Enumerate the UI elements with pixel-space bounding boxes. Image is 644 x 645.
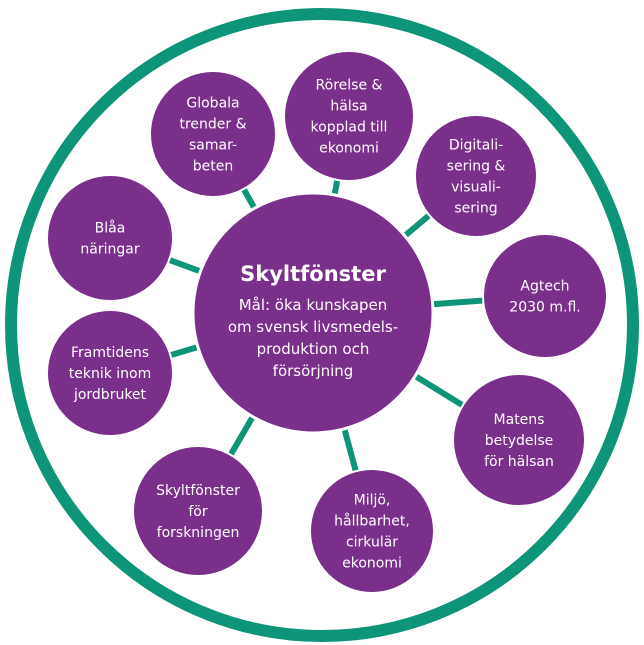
topic-node-label: för hälsan [484,454,554,470]
outer-ring [5,8,639,642]
topic-node-label: sering & [447,159,506,175]
topic-node-label: Blåa [95,220,126,237]
topic-node-label: betydelse [485,433,554,449]
topic-node-miljo: Miljö, hållbarhet, cirkulär ekonomi [309,468,435,594]
topic-node-framtidens: Framtidens teknik inom jordbruket [46,309,174,437]
topic-node-label: beten [193,159,233,175]
topic-node-label: Globala [186,96,239,112]
topic-node-label: Rörelse & [316,78,383,94]
topic-node-label: teknik inom [69,366,152,382]
connector-globala [240,185,259,212]
connector-agtech [430,297,486,308]
topic-node-label: forskningen [157,525,240,541]
connector-blaa [166,256,204,275]
topic-node-circle [283,50,415,182]
topic-node-label: ekonomi [319,141,379,157]
topic-node-circle [132,445,264,577]
topic-node-matens: Matens betydelse för hälsan [452,373,586,507]
topic-node-label: Miljö, [354,493,391,509]
topic-node-blaa: Blåa näringar [46,174,174,302]
topic-node-label: Digitali- [449,138,503,154]
center-goal-text: Mål: öka kunskapen om svensk livsmedels-p… [228,296,398,380]
connector-digitalisering [401,211,433,240]
topic-node-rorelse: Rörelse & hälsa kopplad till ekonomi [283,50,415,182]
topic-node-circle [46,174,174,302]
topic-node-label: näringar [80,242,139,258]
topic-node-circle [149,70,277,198]
topic-node-circle [482,233,608,359]
center-goal-line: produktion och [257,340,370,358]
center-node [191,191,435,435]
topic-node-circle [309,468,435,594]
connector-skyltfonster-forskning [227,413,257,459]
topic-node-label: jordbruket [73,387,147,403]
topic-node-circle [414,114,538,238]
topic-node-circle [46,309,174,437]
topic-node-label: Skyltfönster [156,483,240,499]
topic-node-globala: Globala trender & samar-beten [149,70,277,198]
center-title: Skyltfönster [240,262,386,286]
topic-node-skyltfonster-forskning: Skyltfönster för forskningen [132,445,264,577]
connector-framtidens [167,343,201,359]
topic-node-agtech: Agtech 2030 m.fl. [482,233,608,359]
topic-node-circle [452,373,586,507]
topic-node-label: trender & [179,117,246,133]
topic-node-label: sering [454,201,497,217]
connector-miljo [340,426,360,474]
topic-node-label: Matens [494,412,545,428]
center-goal-line: om svensk livsmedels- [228,318,398,336]
topic-node-label: ekonomi [342,556,402,572]
topic-node-label: kopplad till [311,120,388,136]
topic-node-label: cirkulär [346,535,398,551]
topic-node-digitalisering: Digitali-sering & visuali-sering [414,114,538,238]
topic-node-label: Agtech [520,279,569,295]
topic-node-label: hälsa [330,99,367,115]
topic-node-label: samar- [189,138,237,154]
topic-node-group: Rörelse & hälsa kopplad till ekonomi Digital… [46,50,608,594]
connector-group [166,177,486,474]
connector-matens [411,372,467,409]
topic-node-label: visuali- [451,180,501,196]
topic-node-label: för [188,504,207,520]
topic-node-label: hållbarhet, [334,513,410,530]
topic-node-label: 2030 m.fl. [509,300,580,316]
center-goal-line: Mål: öka kunskapen [239,296,388,314]
topic-node-label: Framtidens [71,345,149,361]
center-goal-line: försörjning [273,362,354,380]
